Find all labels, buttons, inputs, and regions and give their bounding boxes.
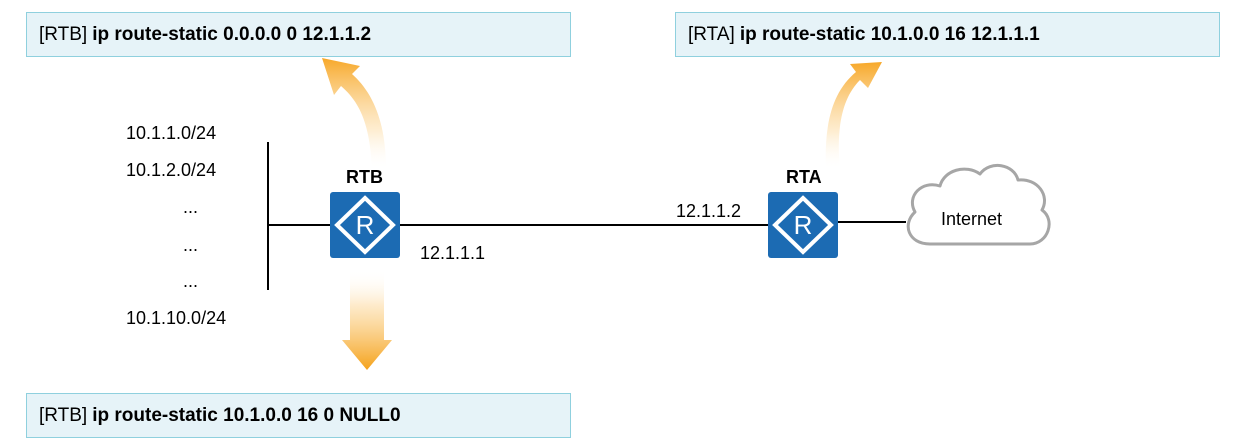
arrow-icon — [322, 58, 386, 170]
rta-static-route-command: [RTA] ip route-static 10.1.0.0 16 12.1.1… — [675, 12, 1220, 57]
arrow-icon — [825, 62, 882, 170]
command-prefix: [RTB] — [39, 24, 88, 45]
rta-interface-ip: 12.1.1.2 — [676, 201, 742, 221]
rtb-interface-ip: 12.1.1.1 — [420, 243, 486, 263]
rtb-default-route-command: [RTB] ip route-static 0.0.0.0 0 12.1.1.2 — [26, 12, 571, 57]
command-prefix: [RTB] — [39, 405, 88, 426]
cloud-icon — [906, 164, 1051, 246]
svg-text:R: R — [356, 210, 375, 240]
command-text: ip route-static 10.1.0.0 16 12.1.1.1 — [739, 24, 1040, 45]
rtb-null-route-command: [RTB] ip route-static 10.1.0.0 16 0 NULL… — [26, 393, 571, 438]
rta-name: RTA — [786, 167, 822, 187]
rtb-name: RTB — [346, 167, 383, 187]
arrow-icon — [342, 270, 392, 370]
network-ellipsis: ... — [183, 235, 199, 255]
command-text: ip route-static 0.0.0.0 0 12.1.1.2 — [92, 24, 372, 45]
network-label: 10.1.1.0/24 — [126, 123, 217, 143]
router-icon: R — [768, 192, 838, 258]
network-ellipsis: ... — [183, 271, 199, 291]
internet-label: Internet — [941, 209, 1003, 229]
network-label: 10.1.10.0/24 — [126, 308, 227, 328]
network-ellipsis: ... — [183, 197, 199, 217]
network-label: 10.1.2.0/24 — [126, 160, 217, 180]
router-icon: R — [330, 192, 400, 258]
command-text: ip route-static 10.1.0.0 16 0 NULL0 — [92, 405, 401, 426]
command-prefix: [RTA] — [688, 24, 735, 45]
svg-text:R: R — [794, 210, 813, 240]
